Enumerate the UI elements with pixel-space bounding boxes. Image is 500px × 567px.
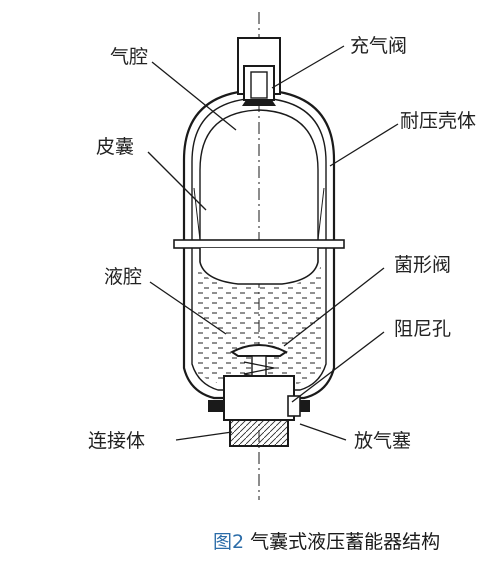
leader-vent-plug	[299, 423, 347, 441]
label-bladder: 皮囊	[96, 136, 135, 158]
label-pressure-shell: 耐压壳体	[400, 110, 477, 132]
connector-nut-left	[208, 400, 224, 412]
liquid-fill	[196, 258, 322, 390]
shell-flange	[173, 239, 345, 249]
bladder-outline	[199, 109, 319, 240]
leader-damping-hole	[291, 331, 385, 403]
connector-thread	[229, 419, 289, 447]
label-liquid-chamber: 液腔	[104, 266, 143, 288]
leader-charging-valve	[271, 45, 345, 89]
vent-plug	[287, 395, 301, 417]
charging-valve-nut	[242, 100, 276, 106]
figure-caption: 图2 气囊式液压蓄能器结构	[213, 533, 440, 552]
leader-connector	[175, 431, 233, 441]
label-poppet-valve: 菌形阀	[394, 254, 452, 276]
figure-number: 图2	[213, 531, 245, 553]
leader-liquid-chamber	[149, 281, 227, 335]
bladder-bottom	[199, 248, 319, 285]
figure-title: 气囊式液压蓄能器结构	[250, 531, 441, 553]
label-connector: 连接体	[88, 430, 146, 452]
label-vent-plug: 放气塞	[354, 430, 412, 452]
label-damping-hole: 阻尼孔	[394, 318, 452, 340]
label-charging-valve: 充气阀	[350, 35, 408, 57]
poppet-valve-head	[230, 344, 288, 357]
connector-body	[223, 375, 295, 421]
bladder-fold-left	[193, 187, 201, 241]
bladder-fold-right	[317, 187, 325, 241]
leader-pressure-shell	[329, 123, 399, 167]
leader-bladder	[147, 151, 207, 211]
leader-poppet-valve	[283, 267, 385, 347]
label-gas-chamber: 气腔	[110, 46, 149, 68]
charging-valve-stem	[250, 71, 268, 99]
leader-gas-chamber	[151, 61, 237, 131]
